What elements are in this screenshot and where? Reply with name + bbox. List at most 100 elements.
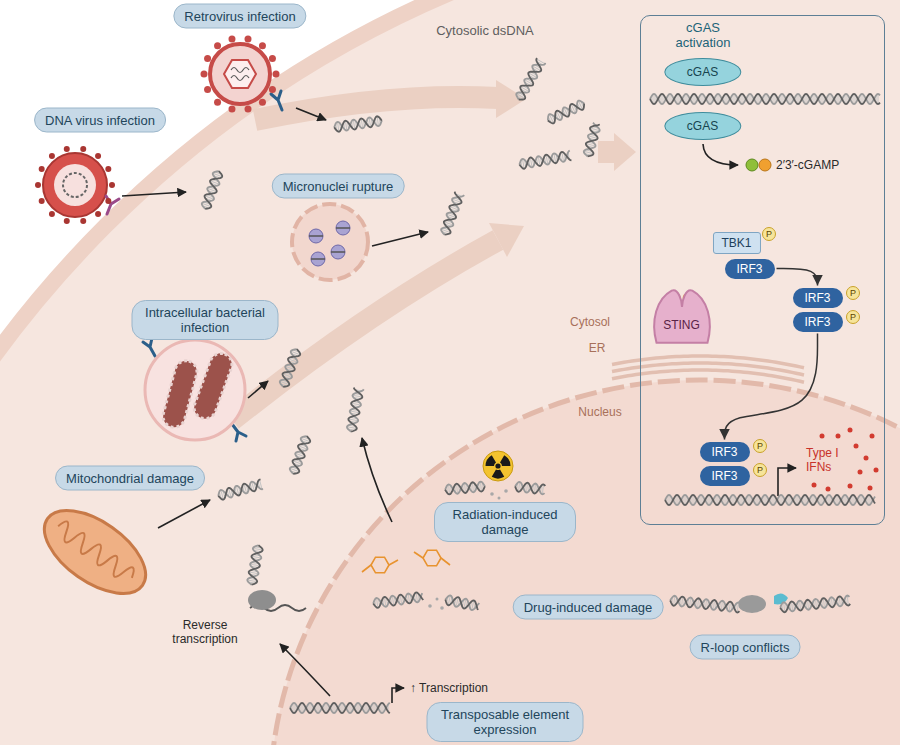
- radiation-symbol: [495, 463, 500, 468]
- dna-helix: [814, 94, 815, 104]
- dna-helix: [878, 94, 879, 104]
- virus-spike: [228, 106, 235, 113]
- dna-helix: [701, 495, 702, 505]
- radiation-symbol: [483, 451, 513, 481]
- dna-helix: [690, 597, 691, 607]
- dna-helix: [705, 599, 706, 609]
- dna-helix: [346, 387, 363, 432]
- dna-helix: [862, 94, 863, 104]
- phospho-mark: P: [753, 463, 767, 477]
- dna-virus: [43, 153, 107, 217]
- irf3-pill: IRF3: [699, 442, 749, 462]
- dna-helix: [334, 703, 335, 713]
- dna-helix: [217, 479, 263, 500]
- cgamp-molecule: [746, 159, 758, 171]
- dna-helix: [519, 482, 520, 492]
- mitochondrion: [30, 494, 159, 610]
- dna-helix: [519, 151, 572, 170]
- dna-helix: [837, 495, 838, 505]
- dna-debris: [504, 489, 508, 493]
- node-text: TBK1: [721, 236, 751, 250]
- dna-helix: [838, 94, 839, 104]
- drug-molecule: [362, 550, 450, 573]
- trigger-pill: DNA virus infection: [34, 108, 166, 133]
- dna-helix: [670, 595, 741, 612]
- dna-helix: [665, 495, 875, 505]
- irf3-pill: IRF3: [792, 312, 842, 332]
- radiation-symbol: [483, 451, 513, 481]
- drug-molecule: [371, 557, 389, 573]
- r-loop: [738, 593, 788, 613]
- micronucleus: [292, 204, 368, 280]
- node-text: Transposable element expression: [438, 707, 573, 737]
- interferon-dot: [874, 468, 879, 473]
- dna-helix: [515, 481, 546, 494]
- dna-helix: [670, 595, 741, 612]
- dna-helix: [526, 483, 527, 493]
- release-arrow: [392, 688, 404, 703]
- virus-spike: [39, 166, 45, 172]
- micronucleus: [309, 228, 350, 259]
- virus-spike: [269, 86, 276, 93]
- dna-helix: [519, 151, 572, 170]
- virus-spike: [64, 218, 70, 224]
- dna-helix: [685, 495, 686, 505]
- dna-helix: [302, 703, 303, 713]
- dna-helix: [780, 595, 851, 612]
- dna-helix: [334, 116, 383, 133]
- dna-helix: [290, 703, 390, 713]
- dna-helix: [342, 703, 343, 713]
- dna-helix: [366, 703, 367, 713]
- dna-helix: [514, 58, 545, 102]
- dna-helix: [815, 599, 816, 609]
- virus-spike: [39, 198, 45, 204]
- cgamp-molecule: [746, 159, 771, 171]
- dna-helix: [780, 595, 851, 612]
- release-arrow: [158, 500, 210, 528]
- molecule-label: 2′3′-cGAMP: [776, 158, 839, 172]
- flow-band: [598, 141, 616, 163]
- virus-spike: [64, 146, 70, 152]
- dna-helix: [217, 479, 263, 500]
- node-text: DNA virus infection: [45, 113, 155, 128]
- dna-helix: [514, 58, 545, 102]
- phospho-mark: P: [762, 227, 776, 241]
- dna-helix: [669, 495, 670, 505]
- interferon-dot: [864, 456, 869, 461]
- virus-spike: [49, 153, 55, 159]
- sting-shape: [651, 286, 712, 344]
- node-text: Retrovirus infection: [184, 9, 295, 24]
- dna-helix: [445, 481, 486, 494]
- dna-helix: [709, 495, 710, 505]
- dna-debris: [436, 598, 439, 601]
- dna-helix: [765, 495, 766, 505]
- virus-spike: [214, 42, 221, 49]
- dna-helix: [444, 595, 479, 612]
- dna-helix: [805, 495, 806, 505]
- node-text: IRF3: [804, 315, 830, 329]
- dna-virus: [43, 153, 107, 217]
- trigger-pill: Radiation-induced damage: [434, 502, 576, 542]
- dna-helix: [200, 58, 880, 713]
- dna-helix: [445, 481, 486, 494]
- release-arrow: [122, 192, 186, 196]
- dna-helix: [519, 151, 572, 170]
- dna-helix: [870, 94, 871, 104]
- dna-helix: [742, 94, 743, 104]
- dna-helix: [200, 169, 223, 210]
- activation-arrow: [725, 334, 818, 440]
- node-text: IRF3: [804, 291, 830, 305]
- dna-helix: [278, 347, 301, 388]
- virus-spike: [95, 211, 101, 217]
- phospho-mark: P: [753, 439, 767, 453]
- drug-molecule: [362, 552, 450, 572]
- dna-helix: [766, 94, 767, 104]
- node-text: cGAS: [687, 119, 718, 133]
- node-text: cGAS: [687, 65, 718, 79]
- dna-helix: [718, 94, 719, 104]
- dna-helix: [217, 479, 263, 500]
- virus-spike: [201, 35, 280, 112]
- cgas-protein: cGAS: [664, 58, 741, 86]
- virus-spike: [259, 99, 266, 106]
- node-text: cGAS activation: [657, 20, 749, 50]
